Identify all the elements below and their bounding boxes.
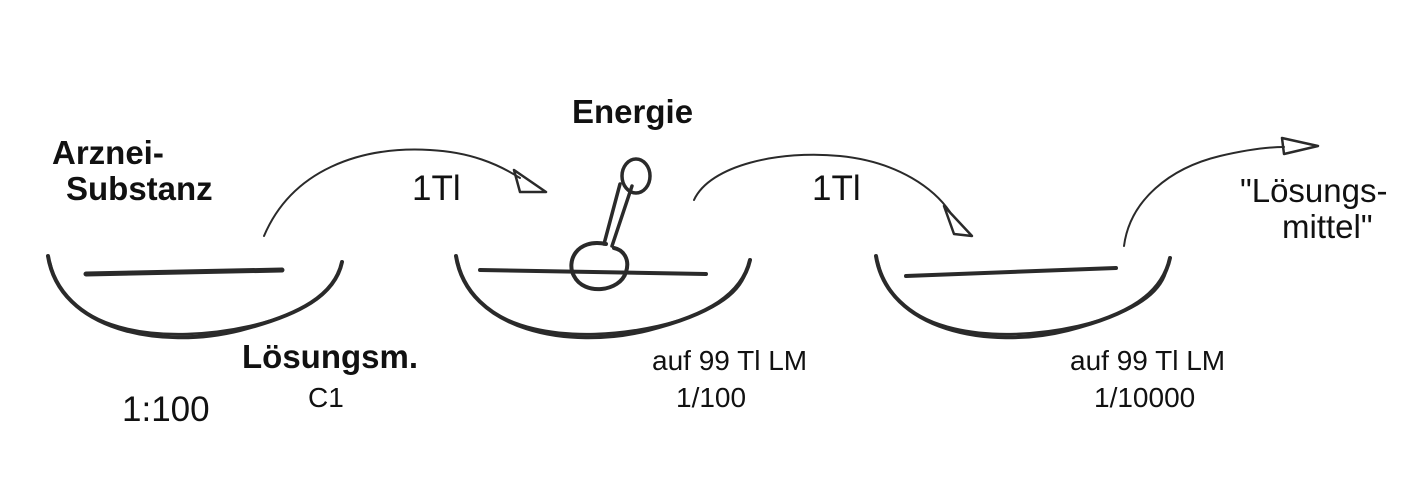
bowl-3 [874, 254, 1172, 340]
arrow-2 [693, 153, 974, 238]
bowl3-caption-line2: 1/10000 [1094, 382, 1196, 413]
pestle-icon [569, 157, 652, 292]
potency-label: C1 [308, 382, 344, 413]
solvent-quote-line1: "Lösungs- [1240, 172, 1388, 209]
arrow-1 [263, 148, 548, 237]
transfer-label-2: 1Tl [812, 169, 861, 208]
bowl3-caption-line1: auf 99 Tl LM [1070, 345, 1226, 376]
substance-label-line2: Substanz [66, 170, 213, 207]
solvent-quote-line2: mittel" [1282, 208, 1373, 245]
bowl-2 [454, 254, 752, 340]
bowl2-caption-line1: auf 99 Tl LM [652, 345, 808, 376]
solvent-abbrev-label: Lösungsm. [242, 338, 419, 375]
substance-label-line1: Arznei- [52, 134, 164, 171]
ratio-label: 1:100 [122, 390, 210, 429]
energy-label: Energie [572, 93, 694, 130]
arrow-3 [1123, 136, 1320, 247]
transfer-label-1: 1Tl [412, 169, 461, 208]
bowl2-caption-line2: 1/100 [676, 382, 747, 413]
bowl-1 [46, 254, 344, 340]
